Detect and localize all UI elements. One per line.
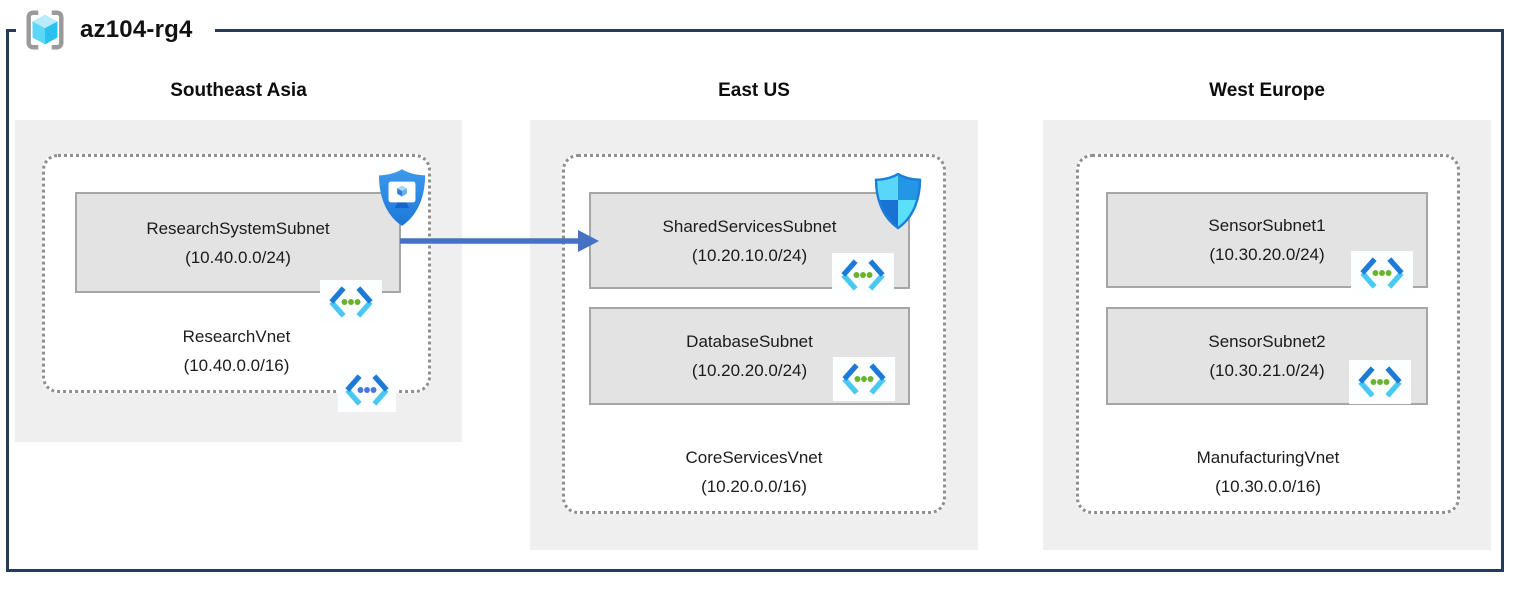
subnet-cidr: (10.40.0.0/24) bbox=[185, 247, 291, 267]
resource-group-header: az104-rg4 bbox=[16, 5, 215, 55]
subnet-cidr: (10.20.10.0/24) bbox=[691, 245, 808, 265]
peering-arrow bbox=[400, 230, 599, 252]
vnet-name: ManufacturingVnet bbox=[1196, 448, 1340, 467]
subnet-name: SensorSubnet1 bbox=[1208, 216, 1326, 235]
subnet-cidr: (10.30.21.0/24) bbox=[1209, 361, 1325, 380]
subnet-cidr: (10.20.20.0/24) bbox=[691, 361, 808, 380]
resource-group-title: az104-rg4 bbox=[80, 16, 193, 43]
vnet-label-coreservicesvnet: CoreServicesVnet (10.20.0.0/16) bbox=[562, 443, 946, 501]
vnet-cidr: (10.40.0.0/16) bbox=[183, 356, 290, 375]
subnet-name: SensorSubnet2 bbox=[1208, 332, 1326, 351]
subnet-name: DatabaseSubnet bbox=[686, 332, 813, 351]
subnet-name: SharedServicesSubnet bbox=[662, 216, 837, 236]
bastion-shield-monitor-icon bbox=[377, 166, 427, 235]
subnet-icon bbox=[833, 357, 895, 401]
subnet-icon bbox=[832, 253, 894, 297]
vnet-label-researchvnet: ResearchVnet (10.40.0.0/16) bbox=[42, 322, 431, 380]
vnet-cidr: (10.20.0.0/16) bbox=[701, 477, 807, 496]
subnet-cidr: (10.30.20.0/24) bbox=[1209, 245, 1325, 264]
region-header-east-us: East US bbox=[718, 80, 790, 101]
resource-group-frame bbox=[6, 29, 1504, 572]
resource-group-icon bbox=[22, 7, 68, 53]
vnet-label-manufacturingvnet: ManufacturingVnet (10.30.0.0/16) bbox=[1076, 443, 1460, 501]
vnet-name: ResearchVnet bbox=[182, 327, 291, 346]
subnet-icon bbox=[320, 280, 382, 324]
region-header-southeast-asia: Southeast Asia bbox=[170, 80, 307, 101]
vnet-name: CoreServicesVnet bbox=[685, 448, 823, 467]
network-security-group-shield-icon bbox=[874, 171, 922, 236]
virtual-network-icon bbox=[338, 368, 396, 412]
subnet-name: ResearchSystemSubnet bbox=[146, 218, 330, 238]
subnet-icon bbox=[1349, 360, 1411, 404]
region-header-west-europe: West Europe bbox=[1209, 80, 1325, 101]
vnet-cidr: (10.30.0.0/16) bbox=[1215, 477, 1321, 496]
subnet-icon bbox=[1351, 251, 1413, 295]
subnet-box-researchsystemsubnet: ResearchSystemSubnet (10.40.0.0/24) bbox=[75, 192, 401, 293]
subnet-box-databasesubnet: DatabaseSubnet (10.20.20.0/24) bbox=[589, 307, 910, 405]
